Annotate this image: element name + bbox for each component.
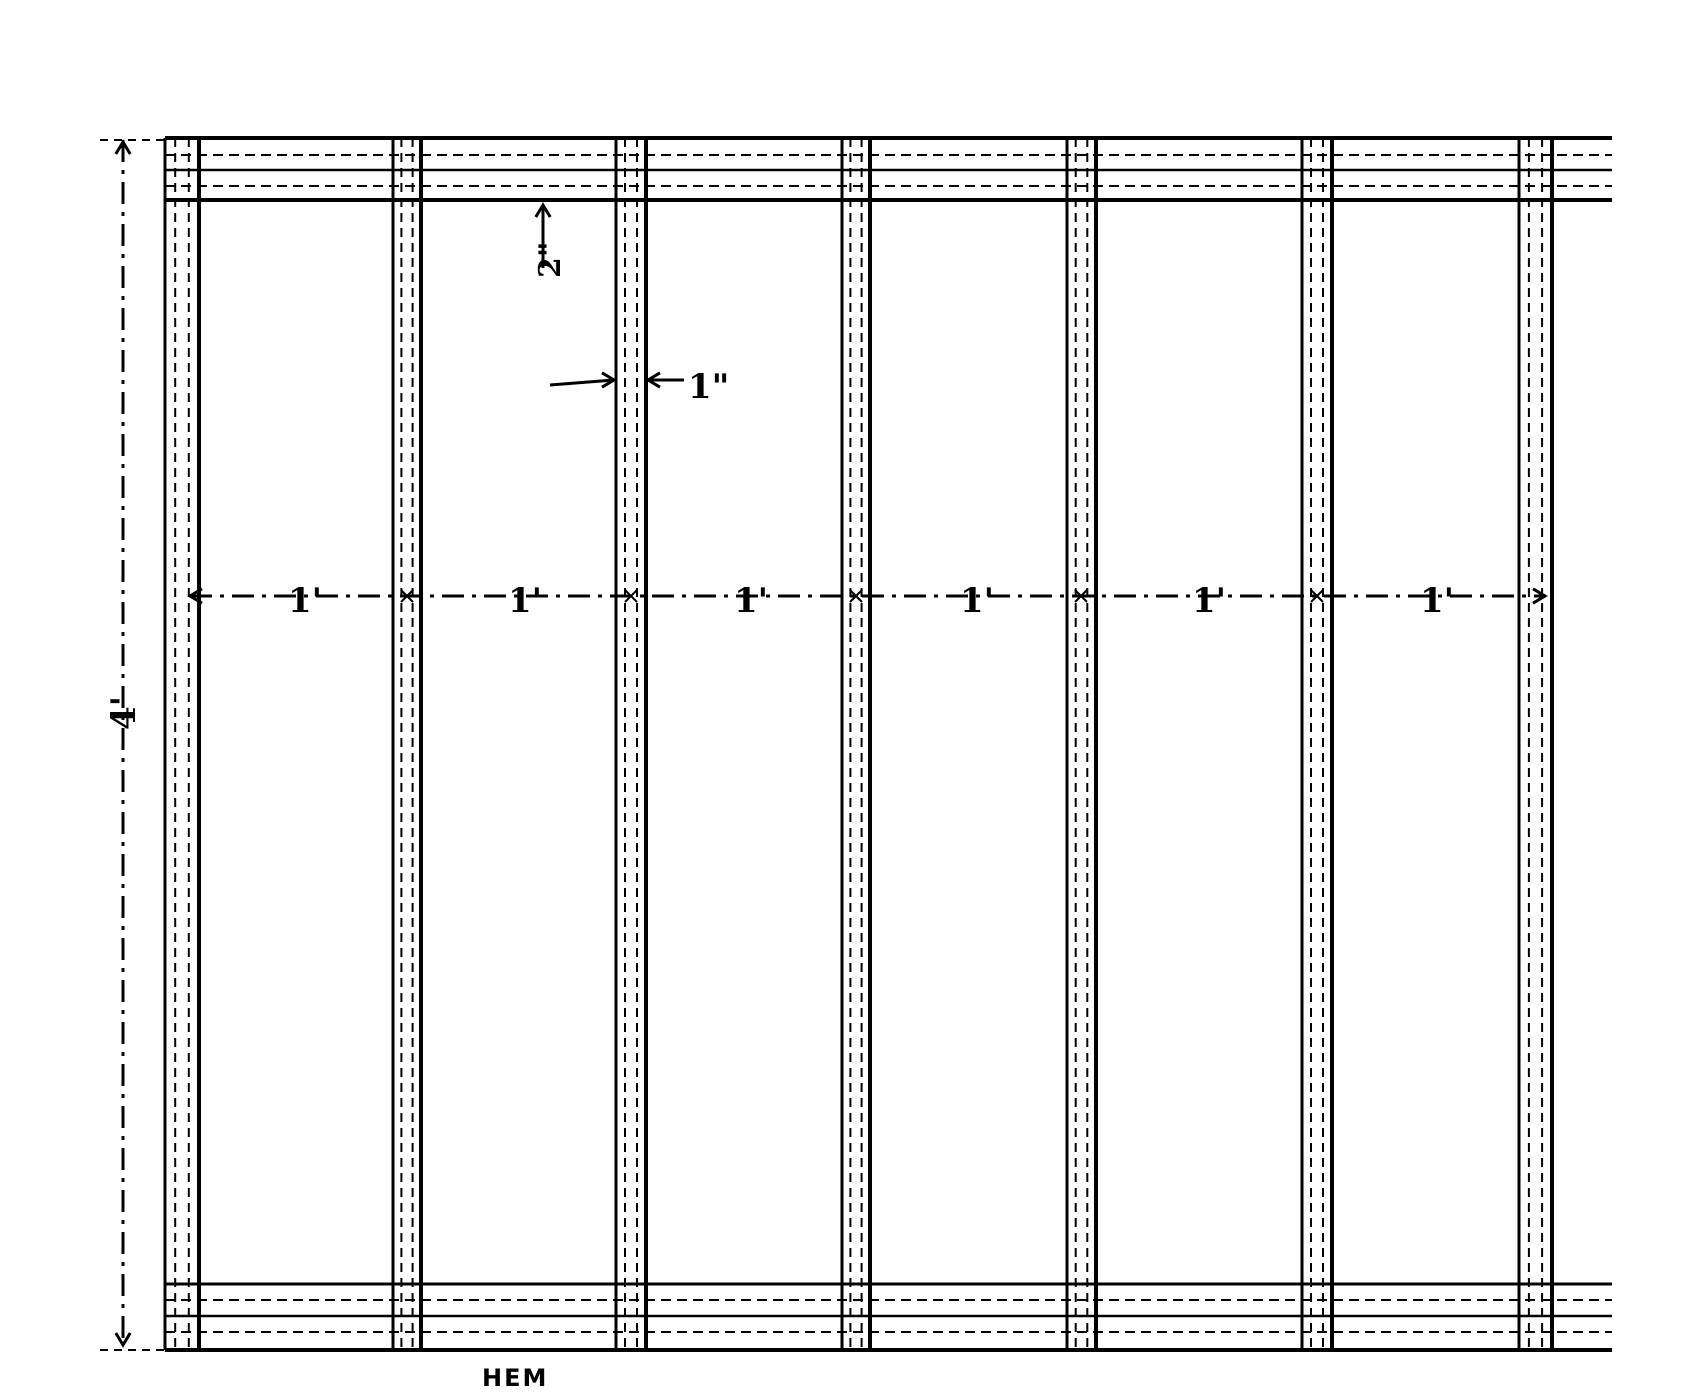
tick-mark: [849, 589, 863, 603]
spacing-label-5: 1': [1192, 581, 1226, 621]
tick-mark: [1310, 589, 1324, 603]
arrow-right-icon: [1532, 587, 1548, 605]
arrow-left-icon: [645, 371, 661, 389]
spacing-label-4: 1': [960, 581, 994, 621]
spacing-label-1: 1': [288, 581, 322, 621]
arrow-up-icon: [114, 139, 132, 155]
top-band-label: 2": [533, 241, 568, 278]
arrow-up-icon: [534, 202, 552, 218]
strip-width-pointer: [549, 378, 615, 387]
height-label: 4': [104, 696, 144, 730]
spacing-label-6: 1': [1420, 581, 1454, 621]
hem-label: HEM: [482, 1364, 548, 1392]
arrow-down-icon: [114, 1332, 132, 1348]
arrow-right-icon: [601, 371, 617, 389]
tick-mark: [624, 589, 638, 603]
tick-mark: [400, 589, 414, 603]
spacing-label-3: 1': [734, 581, 768, 621]
tick-mark: [1074, 589, 1088, 603]
arrow-left-icon: [187, 587, 203, 605]
strip-width-label: 1": [688, 367, 729, 407]
panel-frame: [163, 136, 1612, 1352]
dimension-lines: [100, 139, 1548, 1351]
spacing-label-2: 1': [508, 581, 542, 621]
